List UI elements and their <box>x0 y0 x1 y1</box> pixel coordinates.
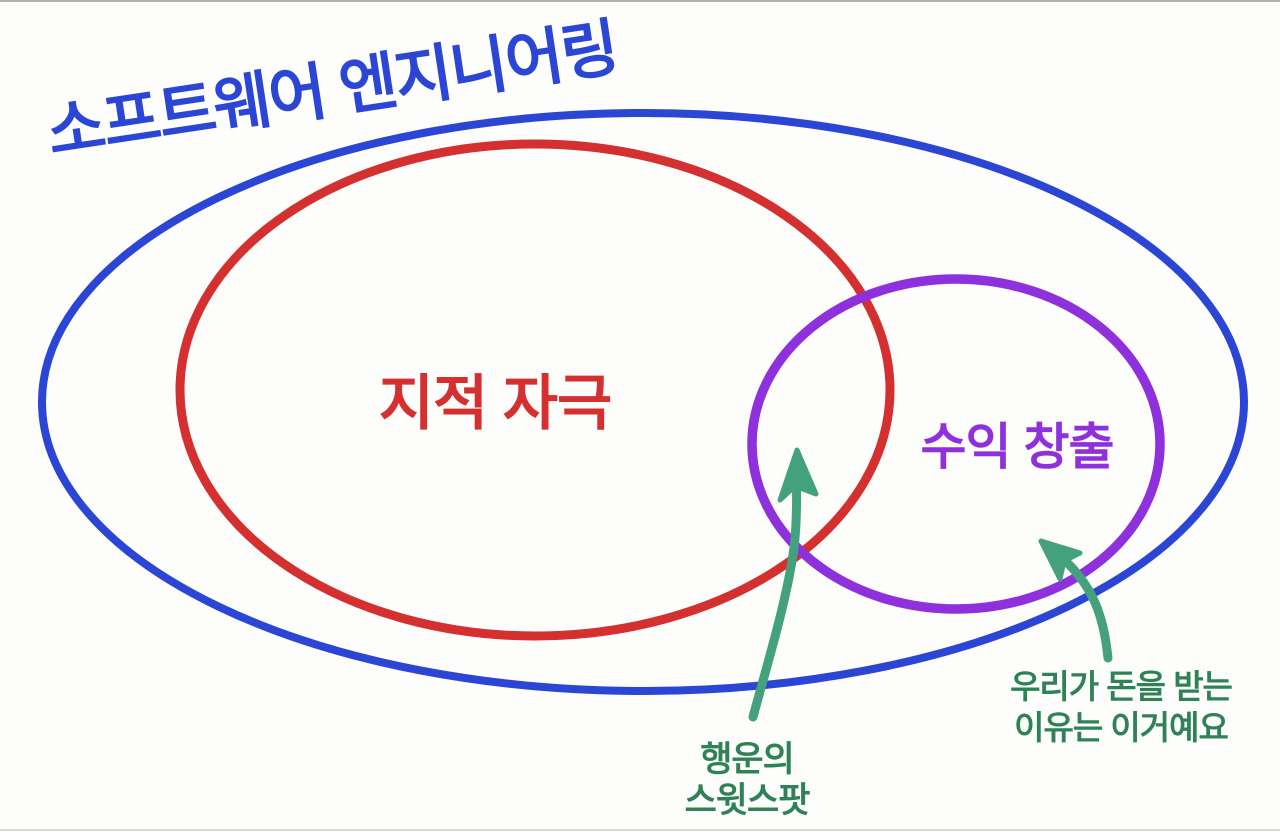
sweet-spot-arrow-shaft <box>748 461 802 722</box>
revenue-generation-label: 수익 창출 <box>920 419 1115 475</box>
software-engineering-ellipse <box>38 109 1248 695</box>
paid-reason-arrowhead-icon <box>1038 538 1083 582</box>
sweet-spot-annotation-line1: 행운의 <box>700 740 795 779</box>
intellectual-stimulation-ellipse <box>175 139 895 641</box>
photo-top-edge-line <box>0 0 1280 2</box>
sweet-spot-arrowhead-icon <box>777 447 819 503</box>
intellectual-stimulation-label: 지적 자극 <box>378 370 612 437</box>
paid-reason-annotation: 우리가 돈을 받는 이유는 이거예요 <box>960 666 1280 748</box>
paid-reason-annotation-line1: 우리가 돈을 받는 <box>1010 668 1233 705</box>
photo-bottom-edge-line <box>0 829 1280 831</box>
sweet-spot-arrow <box>748 447 819 722</box>
revenue-generation-ellipse <box>747 274 1165 614</box>
paid-reason-annotation-line2: 이유는 이거예요 <box>1014 709 1229 746</box>
sweet-spot-annotation-line2: 스윗스팟 <box>684 781 811 820</box>
paid-reason-arrow-shaft <box>1053 549 1113 663</box>
paid-reason-arrow <box>1038 538 1113 663</box>
sweet-spot-annotation: 행운의 스윗스팟 <box>627 739 867 821</box>
